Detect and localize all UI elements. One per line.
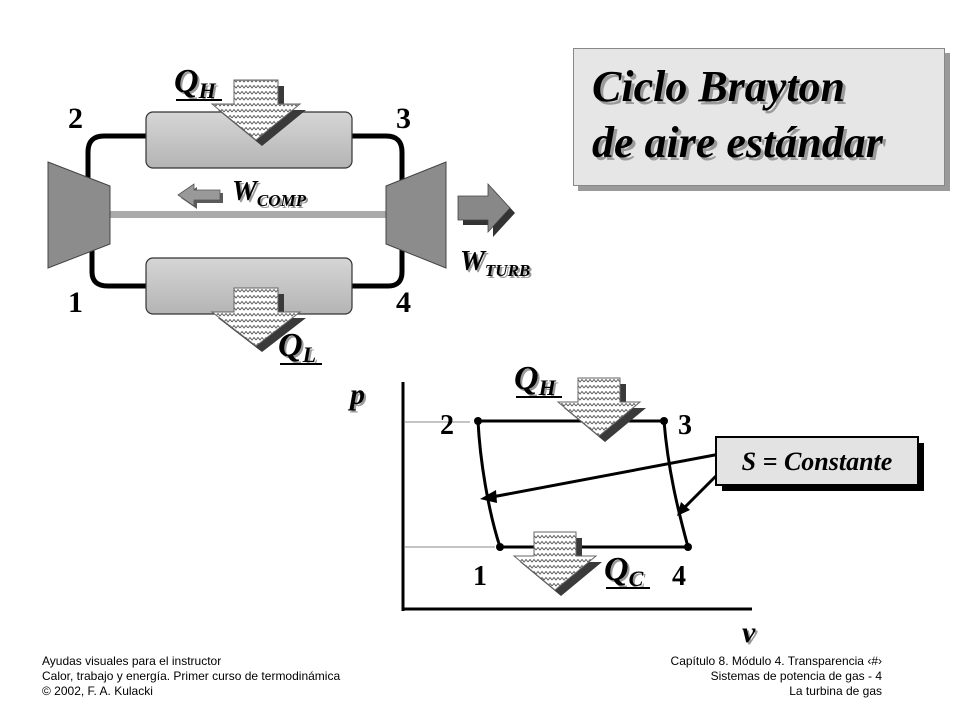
qh-label: QH [174,63,222,103]
schematic-state-2: 2 [68,102,83,135]
svg-text:QL: QL [278,327,316,367]
pv-y-axis-label: p [347,378,365,411]
pv-diagram: S = Constante p v 2 3 1 4 QH QC [347,360,924,649]
pipe-top-left [85,133,148,180]
pipe-bottom-left [89,245,148,289]
qh-label-sub: H [198,78,217,103]
pv-point-2-marker [474,417,482,425]
pv-point-3-marker [660,417,668,425]
wcomp-label-base: W [232,176,259,207]
wturb-label-base: W [460,246,487,277]
schematic-state-3: 3 [396,102,411,135]
pv-point-2-label: 2 [440,410,454,441]
footer-right-line-1: Capítulo 8. Módulo 4. Transparencia [670,654,864,668]
footer-left: Ayudas visuales para el instructor Calor… [42,654,340,699]
title-line-2: de aire estándar [592,118,883,167]
pv-qh-heat-arrow [556,377,646,442]
pv-qh-label: QH [514,360,562,400]
footer-slide-number-symbol: ‹#› [867,654,882,668]
qh-label-base: Q [174,63,199,100]
footer-left-line-3: © 2002, F. A. Kulacki [42,684,153,698]
pv-point-1-marker [496,543,504,551]
wcomp-arrow [177,183,223,209]
pv-process-3-4 [662,420,690,548]
title-box: Ciclo Brayton de aire estándar [573,48,945,186]
pv-qc-label: QC [604,551,650,591]
pv-point-1-label: 1 [473,561,487,592]
footer-right: Capítulo 8. Módulo 4. Transparencia ‹#› … [671,654,882,699]
ql-label-sub: L [302,342,316,367]
pv-x-axis-label: v [742,616,756,649]
pipe-bottom-right [350,250,405,289]
brayton-schematic: 2 3 1 4 QH QL WCOMP WTURB [47,63,530,367]
wturb-arrow [457,182,515,237]
ql-label: QL [278,327,322,367]
svg-text:WCOMP: WCOMP [232,176,307,210]
pv-qh-label-sub: H [538,375,557,400]
pv-qc-heat-arrow [512,531,602,596]
ql-label-base: Q [278,327,303,364]
schematic-state-4: 4 [396,286,411,319]
pv-annotation-arrows [480,452,724,516]
pv-qc-label-base: Q [604,551,629,588]
pv-point-4-label: 4 [672,561,686,592]
ql-heat-arrow [210,287,306,352]
wcomp-label: WCOMP [232,176,307,210]
svg-text:QC: QC [604,551,644,591]
pv-qh-label-base: Q [514,360,539,397]
pv-qc-label-sub: C [629,566,644,591]
pv-point-3-label: 3 [678,410,692,441]
pv-point-4-marker [684,543,692,551]
title-line-1: Ciclo Brayton [592,62,846,111]
wturb-label: WTURB [460,246,530,280]
footer-right-line-3: La turbina de gas [789,684,882,698]
schematic-state-1: 1 [68,286,83,319]
wcomp-label-sub: COMP [257,191,307,210]
compressor [47,161,111,269]
svg-text:QH: QH [174,63,217,103]
s-constant-annotation-text: S = Constante [742,447,893,476]
shaft [108,211,388,218]
s-constant-annotation: S = Constante [715,436,924,491]
svg-text:WTURB: WTURB [460,246,530,280]
pipe-top-right [350,133,405,180]
footer-right-line-2: Sistemas de potencia de gas - 4 [710,669,882,683]
footer-left-line-1: Ayudas visuales para el instructor [42,654,222,668]
qh-heat-arrow [210,79,306,146]
turbine [385,161,447,269]
pv-process-1-2 [476,420,502,548]
wturb-label-sub: TURB [485,261,530,280]
footer-left-line-2: Calor, trabajo y energía. Primer curso d… [42,669,341,683]
svg-text:QH: QH [514,360,557,400]
